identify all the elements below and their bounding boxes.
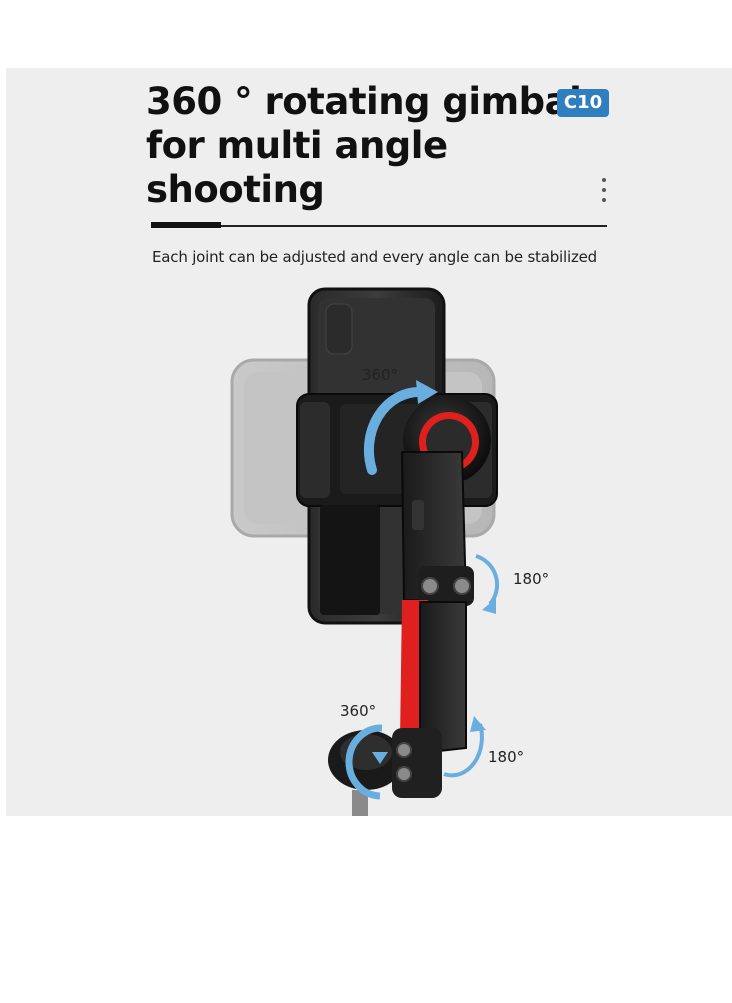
base-mount xyxy=(328,728,442,816)
subtitle: Each joint can be adjusted and every ang… xyxy=(152,248,597,266)
model-badge: C10 xyxy=(557,89,609,117)
angle-label-middle: 180° xyxy=(513,570,549,588)
lower-arm xyxy=(400,600,467,753)
angle-label-bottom-right: 180° xyxy=(488,748,524,766)
rotate-180-middle-icon xyxy=(475,554,500,614)
angle-label-bottom-left: 360° xyxy=(340,702,376,720)
divider xyxy=(151,225,607,227)
middle-joint xyxy=(418,566,474,606)
headline: 360 ° rotating gimbal for multi angle sh… xyxy=(146,80,582,212)
more-dots-icon xyxy=(601,178,607,204)
angle-label-top: 360° xyxy=(362,366,398,384)
headline-line-1: 360 ° rotating gimbal xyxy=(146,80,582,123)
rotate-360-bottom-icon xyxy=(345,724,388,800)
headline-line-3: shooting xyxy=(146,168,325,211)
divider-accent xyxy=(151,222,221,228)
headline-line-2: for multi angle xyxy=(146,124,448,167)
rotate-360-top-icon xyxy=(363,380,438,475)
rotate-180-bottom-icon xyxy=(443,716,486,778)
